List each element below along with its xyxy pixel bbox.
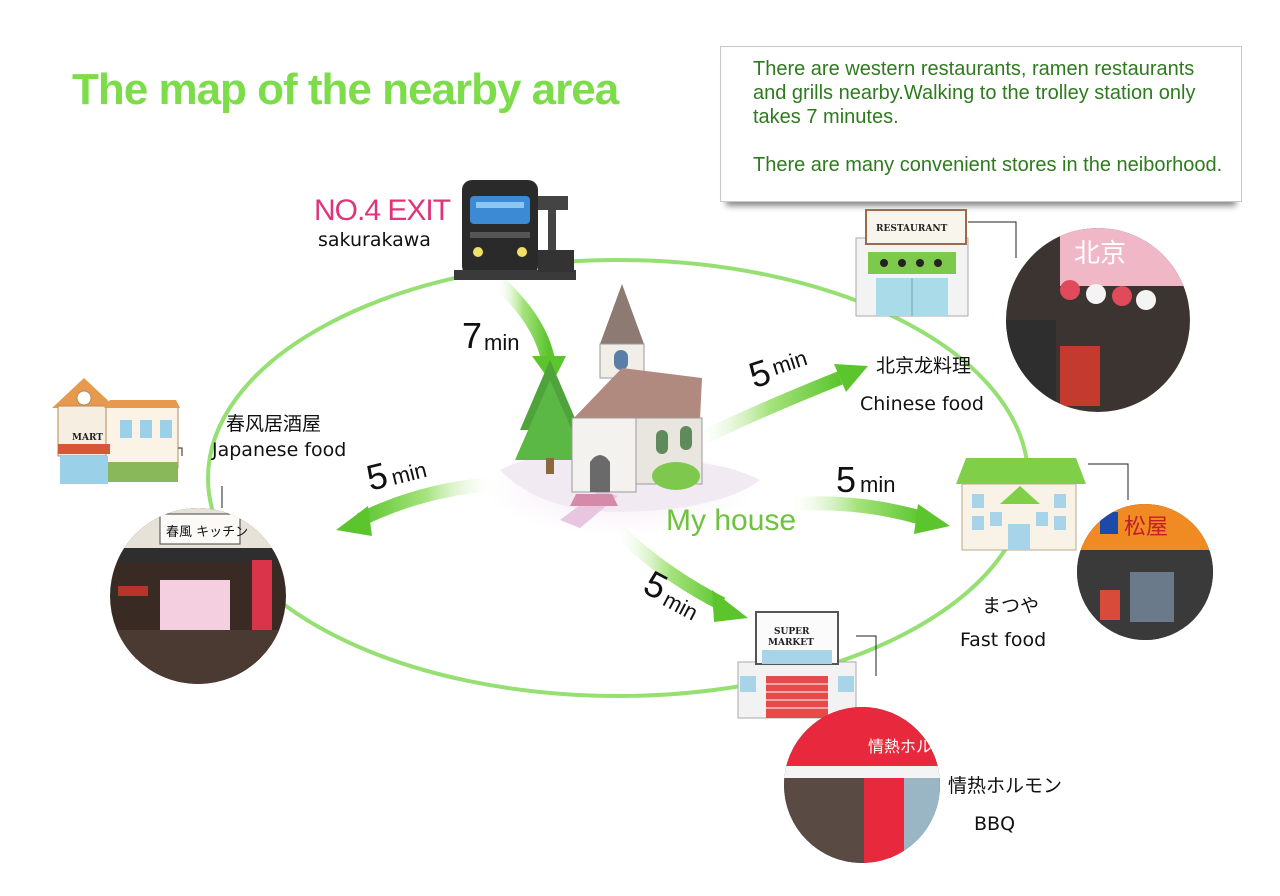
svg-text:春風 キッチン: 春風 キッチン <box>166 525 248 540</box>
svg-text:5: 5 <box>362 454 391 499</box>
svg-text:RESTAURANT: RESTAURANT <box>876 224 948 234</box>
info-box: There are western restaurants, ramen res… <box>720 46 1242 202</box>
svg-text:MART: MART <box>72 433 103 443</box>
map-title: The map of the nearby area <box>72 65 620 114</box>
arrow-home-to-chinese <box>694 364 868 447</box>
travel-time-fastfood: 5 min <box>836 459 895 500</box>
svg-text:MARKET: MARKET <box>768 638 814 648</box>
mart-icon: MART <box>52 378 180 484</box>
svg-text:min: min <box>860 472 895 497</box>
svg-text:min: min <box>389 457 429 490</box>
home-label: My house <box>666 504 796 537</box>
info-paragraph-1: There are western restaurants, ramen res… <box>753 58 1196 128</box>
restaurant-icon: RESTAURANT <box>855 209 969 317</box>
bbq-type-label: BBQ <box>974 813 1015 835</box>
japanese-type-label: Japanese food <box>211 439 346 461</box>
travel-time-station: 7 min <box>462 315 519 356</box>
bbq-photo: 情熱ホルモン <box>784 707 964 863</box>
office-icon <box>956 458 1086 551</box>
arrow-home-to-fastfood <box>789 496 950 534</box>
svg-text:情熱ホルモン: 情熱ホルモン <box>868 737 964 756</box>
fastfood-name-label: まつや <box>982 595 1039 617</box>
arrow-home-to-japanese <box>336 477 493 536</box>
svg-text:松屋: 松屋 <box>1124 515 1168 540</box>
chinese-name-label: 北京龙料理 <box>876 355 971 377</box>
svg-text:北京: 北京 <box>1074 239 1126 269</box>
svg-text:5: 5 <box>836 459 856 500</box>
station-exit-label: NO.4 EXIT <box>314 194 451 227</box>
bbq-name-label: 情热ホルモン <box>948 775 1062 797</box>
fastfood-type-label: Fast food <box>960 629 1046 651</box>
supermarket-icon: SUPER MARKET <box>737 611 857 719</box>
info-paragraph-2: There are many convenient stores in the … <box>753 154 1223 176</box>
svg-text:7: 7 <box>462 315 482 356</box>
svg-text:min: min <box>769 345 810 380</box>
svg-text:SUPER: SUPER <box>774 627 810 637</box>
train-icon <box>454 180 576 280</box>
japanese-name-label: 春风居酒屋 <box>226 413 321 435</box>
fastfood-photo: 松屋 <box>1077 504 1213 640</box>
church-icon <box>485 284 760 535</box>
chinese-photo: 北京 <box>1006 228 1190 412</box>
arrow-home-to-bbq <box>613 525 748 622</box>
chinese-type-label: Chinese food <box>860 393 984 415</box>
svg-text:min: min <box>484 330 519 355</box>
station-name-label: sakurakawa <box>318 229 431 251</box>
japanese-photo: 春風 キッチン <box>110 508 286 684</box>
